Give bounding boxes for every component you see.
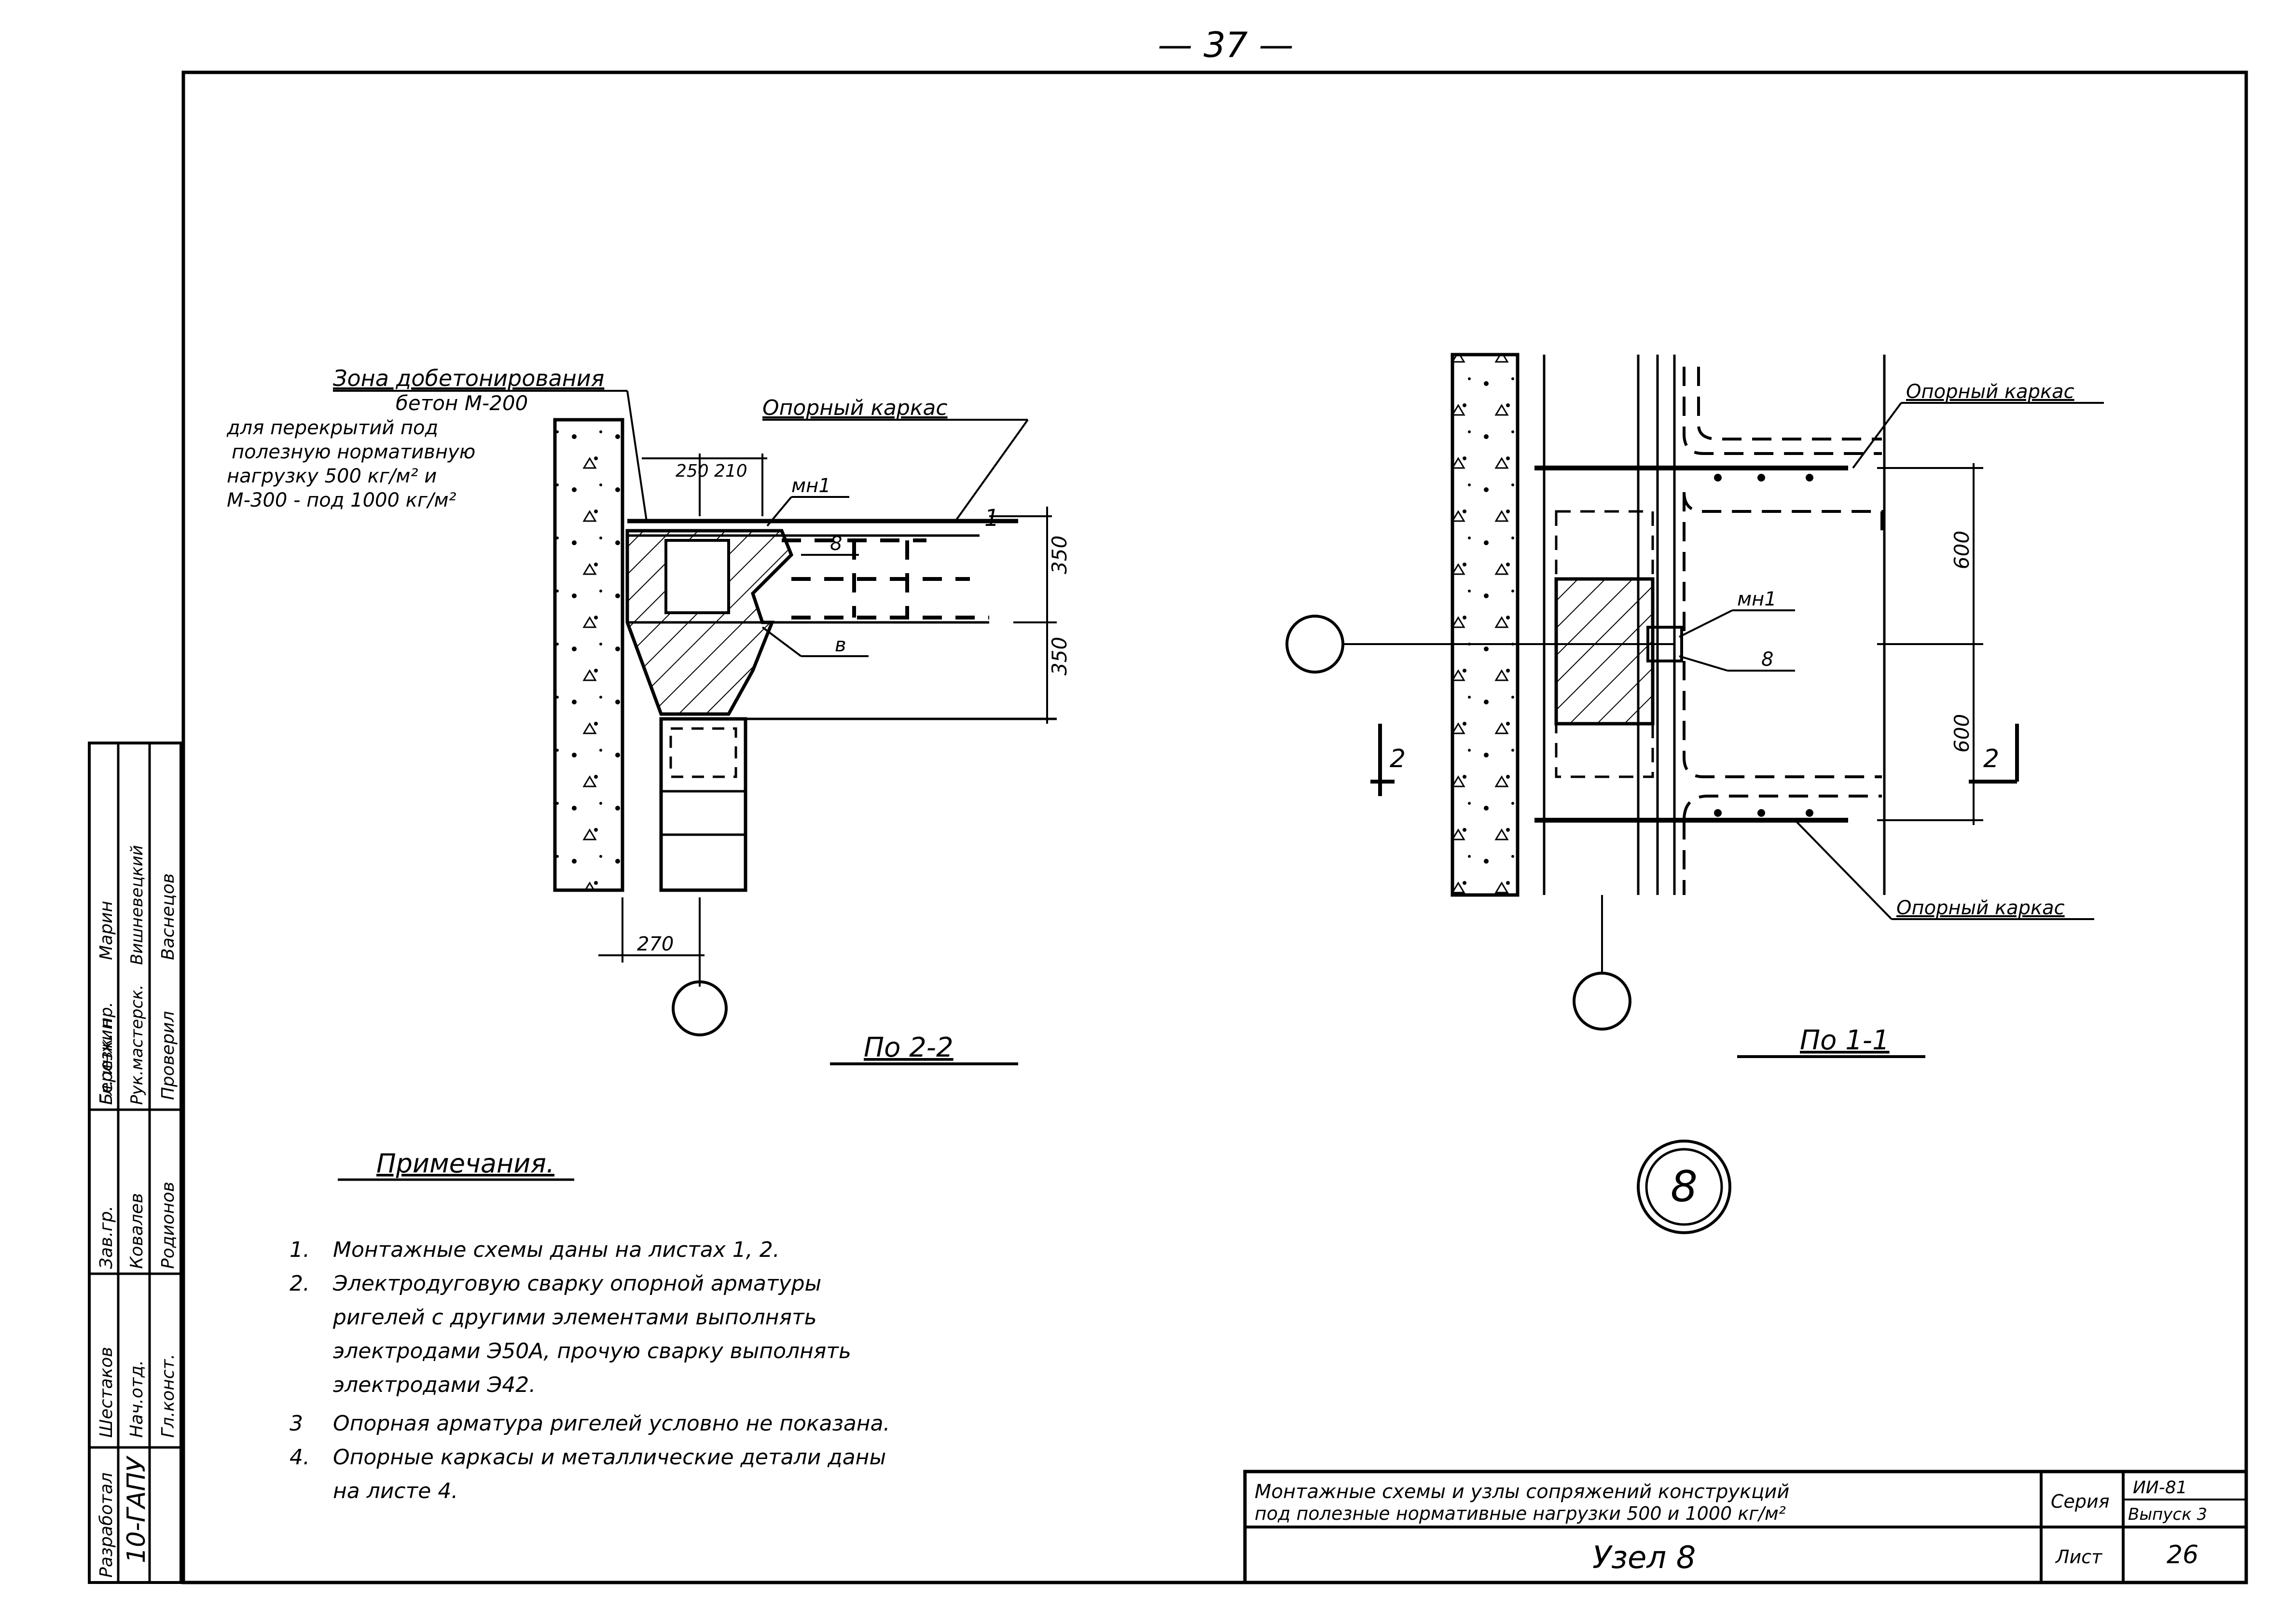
mn1-label-left: мн1 [791,475,831,497]
section-2-right: 2 [1983,744,1999,773]
note-4-line-2: на листе 4. [333,1479,458,1503]
note-2-line-1: Электродуговую сварку опорной арматуры [332,1271,821,1296]
right-dashed-cage-bottom [1683,661,1882,895]
series-label: Серия [2051,1491,2110,1512]
stamp-role-2: Зав.гр. [97,1206,116,1269]
notes: Примечания. 1. Монтажные схемы даны на л… [290,1148,890,1503]
axis-bubble-right-1 [1285,615,1344,674]
title-block: Монтажные схемы и узлы сопряжений констр… [1243,1470,2248,1584]
axis-bubble-left [672,980,728,1036]
stamp-org: 10-ГАПУ [122,1455,151,1563]
note-3-line-1: Опорная арматура ригелей условно не пока… [333,1411,890,1436]
stamp-checked-name: Васнецов [158,873,178,960]
right-detail: 600 600 2 2 Опорный каркас Опорный карка… [1285,353,2104,1058]
series-value: ИИ-81 [2133,1478,2187,1498]
notes-title: Примечания. [376,1148,554,1179]
note-1-line-1: Монтажные схемы даны на листах 1, 2. [333,1238,780,1262]
stamp-checked: Проверил [158,1011,178,1100]
node-number-outer [1637,1140,1731,1234]
note-1-num: 1. [290,1238,310,1262]
title-desc-1: Монтажные схемы и узлы сопряжений констр… [1255,1481,1789,1503]
stamp-role-5: Рук.мастерск. [127,985,147,1105]
dim-210: 210 [714,461,747,481]
note-line-2: полезную нормативную [232,441,475,463]
num8-left: 8 [830,533,842,555]
dim-350-top: 350 [1048,536,1071,574]
stamp-role-1: Разработал [97,1473,116,1578]
note-2-line-4: электродами Э42. [333,1373,536,1397]
left-detail: 350 350 250 210 270 Зона добетонирования… [226,365,1071,1065]
stamp-role-3: Нач.отд. [127,1360,147,1438]
note-4-line-1: Опорные каркасы и металлические детали д… [333,1445,886,1470]
dim-600-bottom: 600 [1950,714,1974,753]
node-number: 8 [1671,1162,1698,1211]
stamp-name-3: Ковалев [127,1193,147,1269]
axis-bubble-right-2 [1573,972,1631,1031]
left-column-concrete [553,418,624,892]
title-desc-2: под полезные нормативные нагрузки 500 и … [1255,1503,1786,1524]
issue-value: Выпуск 3 [2128,1505,2207,1524]
mn1-label-right: мн1 [1737,588,1777,610]
node-number-inner [1645,1148,1723,1226]
note-2-num: 2. [290,1271,310,1296]
note-line-1: для перекрытий под [226,417,438,439]
note-2-line-3: электродами Э50А, прочую сварку выполнят… [333,1339,851,1363]
note-line-3: нагрузку 500 кг/м² и [227,465,437,487]
stamp-name-1: Шестаков [97,1347,116,1438]
stamp-left: Разработал Шестаков Зав.гр. Березкин Нач… [88,742,182,1584]
sheet-label: Лист [2055,1546,2103,1568]
note-3-num: 3 [290,1411,303,1436]
dashed-cage [782,538,989,619]
dim-270: 270 [637,933,674,955]
page-number: — 37 — [1158,25,1293,65]
dim-250: 250 [676,461,709,481]
numv-left: в [835,634,846,656]
zone-label: Зона добетонирования [333,365,604,391]
caption-left: По 2-2 [864,1032,953,1063]
sheet-frame [181,70,2248,1584]
dim-600-top: 600 [1950,531,1974,569]
stamp-name-4: Родионов [158,1182,178,1269]
note-2-line-2: ригелей с другими элементами выполнять [332,1305,817,1330]
right-wall-concrete [1451,353,1520,897]
frame-label-bottom-right: Опорный каркас [1896,897,2065,919]
joint-void [664,539,730,614]
node-title: Узел 8 [1592,1540,1696,1576]
num8-right: 8 [1761,648,1773,671]
concrete-label: бетон М-200 [396,391,528,415]
section-2-left: 2 [1390,744,1406,773]
stamp-name-5: Вишневецкий [127,845,147,965]
stamp-extra-name: Марин [97,901,116,960]
section-mark-1: 1 [984,505,999,532]
caption-right: По 1-1 [1800,1025,1890,1056]
frame-label-left: Опорный каркас [762,396,948,420]
note-line-4: М-300 - под 1000 кг/м² [227,489,456,511]
frame-label-top-right: Опорный каркас [1906,381,2074,403]
stamp-name-2: Березкин [97,1018,116,1105]
stamp-extra-left: Гл. инж. пр. [97,1002,116,1105]
stamp-role-4: Гл.конст. [158,1354,178,1438]
lower-column [659,717,747,892]
right-dashed-cage-top [1683,367,1883,642]
note-4-num: 4. [290,1445,310,1470]
right-core-hatched [1554,577,1655,726]
dim-350-bottom: 350 [1048,637,1071,675]
sheet-value: 26 [2167,1541,2198,1569]
